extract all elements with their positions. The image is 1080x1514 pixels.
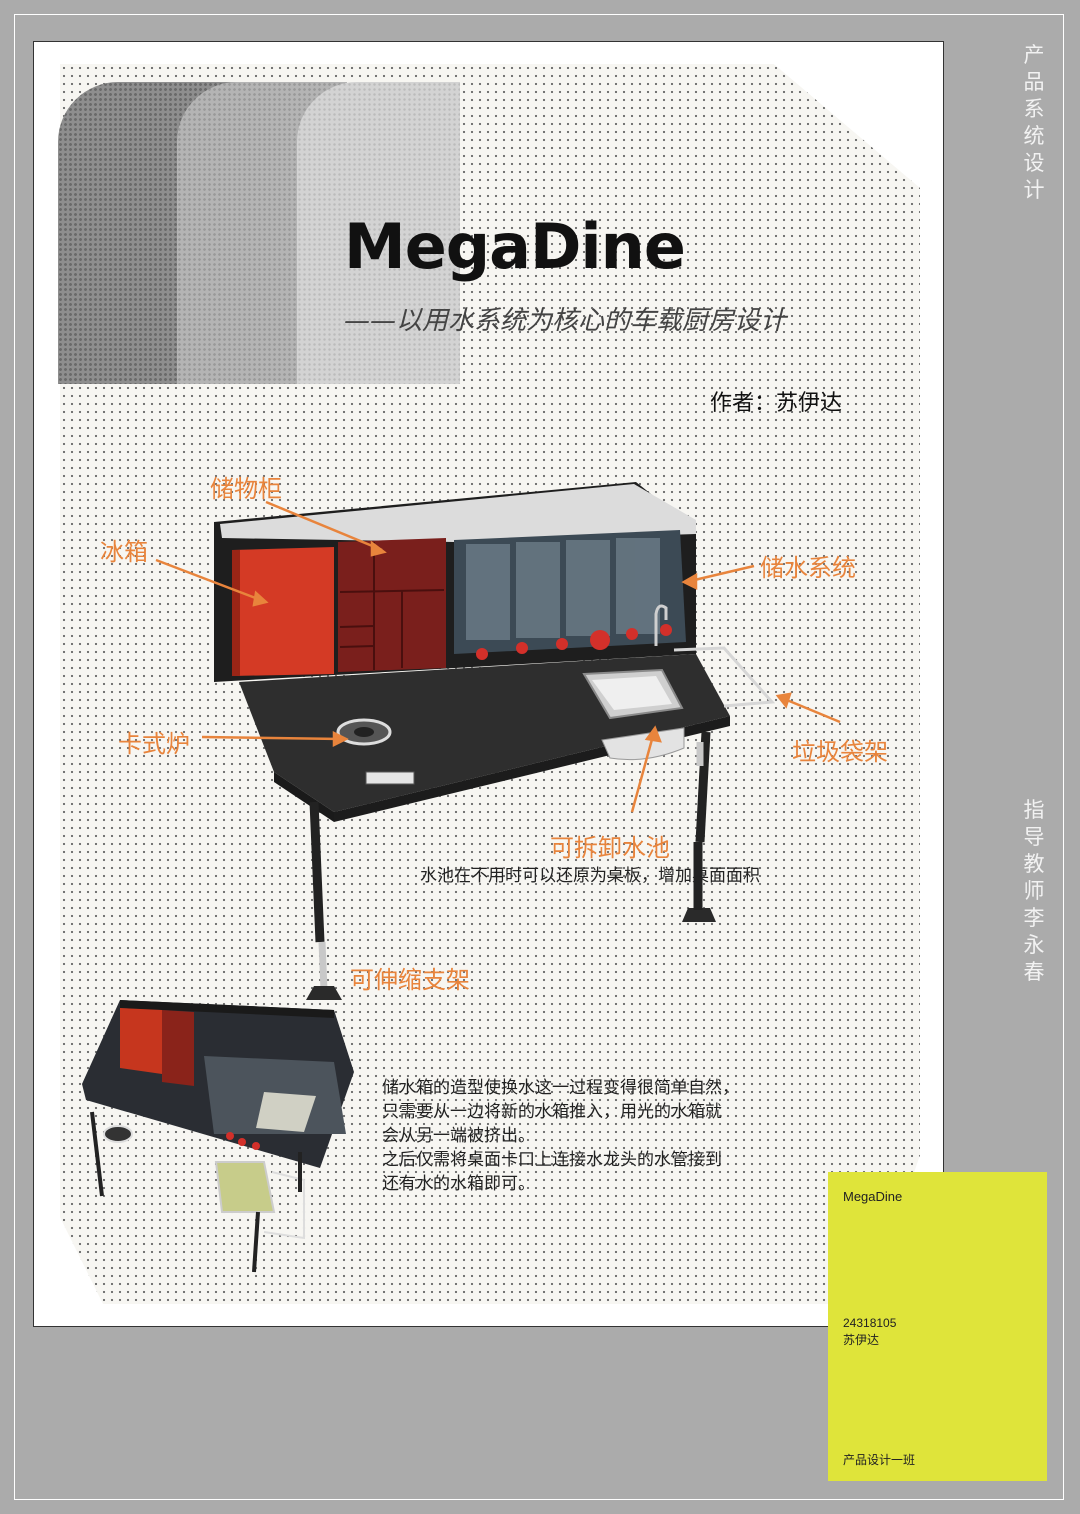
- page-subtitle: ——以用水系统为核心的车载厨房设计: [344, 306, 787, 336]
- side-advisor-char: 指: [1023, 798, 1045, 822]
- callout-telescopic-stand: 可伸缩支架: [350, 966, 470, 994]
- callout-stove: 卡式炉: [118, 730, 190, 758]
- side-course-char: 系: [1023, 97, 1045, 121]
- page-border: [14, 14, 1064, 1500]
- side-advisor-label: 指 导 教 师 李 永 春: [1021, 797, 1047, 986]
- callout-fridge: 冰箱: [100, 538, 148, 566]
- front-right-leg: [695, 731, 711, 843]
- card-project-title: MegaDine: [843, 1189, 903, 1204]
- side-course-char: 统: [1023, 124, 1045, 148]
- side-course-char: 计: [1023, 178, 1045, 202]
- callout-removable-sink: 可拆卸水池: [550, 834, 670, 862]
- side-course-title: 产 品 系 统 设 计: [1021, 42, 1047, 204]
- kitchen-unit-illustration: [155, 482, 841, 1000]
- thumb-fridge: [120, 1008, 162, 1074]
- card-student-info: 24318105 苏伊达: [843, 1315, 896, 1349]
- callout-storage-cabinet: 储物柜: [210, 475, 282, 503]
- callout-trash-rack: 垃圾袋架: [792, 738, 888, 766]
- description-line: 只需要从一边将新的水箱推入，用光的水箱就: [382, 1102, 722, 1122]
- top-cover: [220, 484, 696, 542]
- water-tank-description: 储水箱的造型使换水这一过程变得很简单自然， 只需要从一边将新的水箱推入，用光的水…: [382, 1076, 739, 1196]
- author-label: 作者：苏伊达: [710, 391, 843, 416]
- cabinet-body: [338, 538, 446, 672]
- card-class-name: 产品设计一班: [843, 1453, 916, 1467]
- trash-rack: [673, 646, 776, 708]
- callout-water-storage: 储水系统: [760, 554, 856, 582]
- side-course-char: 产: [1023, 43, 1045, 67]
- poster-sheet: MegaDine ——以用水系统为核心的车载厨房设计 作者：苏伊达: [33, 41, 944, 1327]
- student-info-card: MegaDine 24318105 苏伊达 产品设计一班: [828, 1172, 1047, 1481]
- card-student-id: 24318105: [843, 1316, 897, 1330]
- sink-note: 水池在不用时可以还原为桌板，增加桌面面积: [420, 866, 760, 886]
- page-title: MegaDine: [344, 210, 686, 283]
- side-advisor-char: 教: [1023, 852, 1045, 876]
- kitchen-thumbnail-illustration: [82, 1000, 354, 1273]
- description-line: 储水箱的造型使换水这一过程变得很简单自然，: [382, 1078, 739, 1098]
- card-student-name: 苏伊达: [843, 1333, 880, 1347]
- side-advisor-char: 李: [1023, 906, 1045, 930]
- side-advisor-char: 导: [1023, 825, 1045, 849]
- fridge-body: [232, 547, 334, 676]
- gray-rounded-block-light: [297, 82, 460, 384]
- fridge-side: [232, 550, 240, 676]
- description-line: 会从另一端被挤出。: [382, 1126, 535, 1146]
- sink-basin: [601, 727, 685, 761]
- description-line: 之后仅需将桌面卡口上连接水龙头的水管接到: [382, 1150, 722, 1170]
- side-course-char: 设: [1023, 151, 1045, 175]
- side-advisor-char: 师: [1023, 879, 1045, 903]
- front-left-leg: [309, 801, 325, 943]
- side-advisor-char: 永: [1023, 933, 1045, 957]
- description-line: 还有水的水箱即可。: [382, 1174, 535, 1194]
- side-course-char: 品: [1023, 70, 1045, 94]
- side-advisor-char: 春: [1023, 960, 1045, 984]
